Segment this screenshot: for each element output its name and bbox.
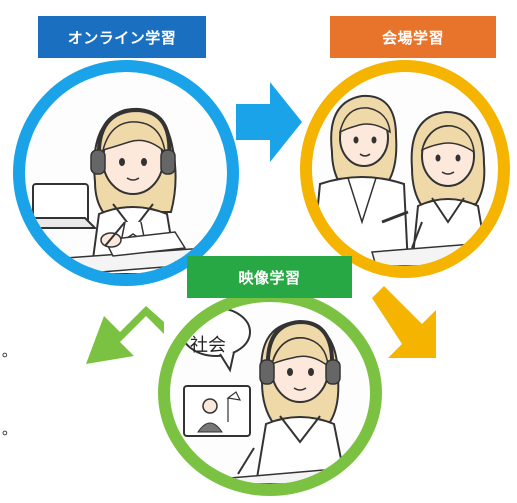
venue-learning-ring <box>300 60 510 278</box>
step-label-venue: 会場学習 <box>330 16 496 58</box>
step-label-online: オンライン学習 <box>38 16 206 58</box>
online-learning-ring <box>13 60 239 286</box>
online-learner-illustration <box>25 107 227 274</box>
arrow-video-to-online-icon <box>86 306 164 364</box>
arrow-venue-to-video-icon <box>372 286 436 358</box>
venue-learners-illustration <box>312 94 498 266</box>
video-learning-ring <box>158 290 382 496</box>
video-learner-illustration <box>181 307 370 484</box>
speech-bubble-text: 社会 <box>190 335 226 356</box>
step-label-video: 映像学習 <box>187 256 352 298</box>
arrow-online-to-venue-icon <box>236 82 302 162</box>
stray-mark-period: 。 <box>2 420 18 438</box>
stray-mark-dot: ｡ <box>2 342 10 360</box>
